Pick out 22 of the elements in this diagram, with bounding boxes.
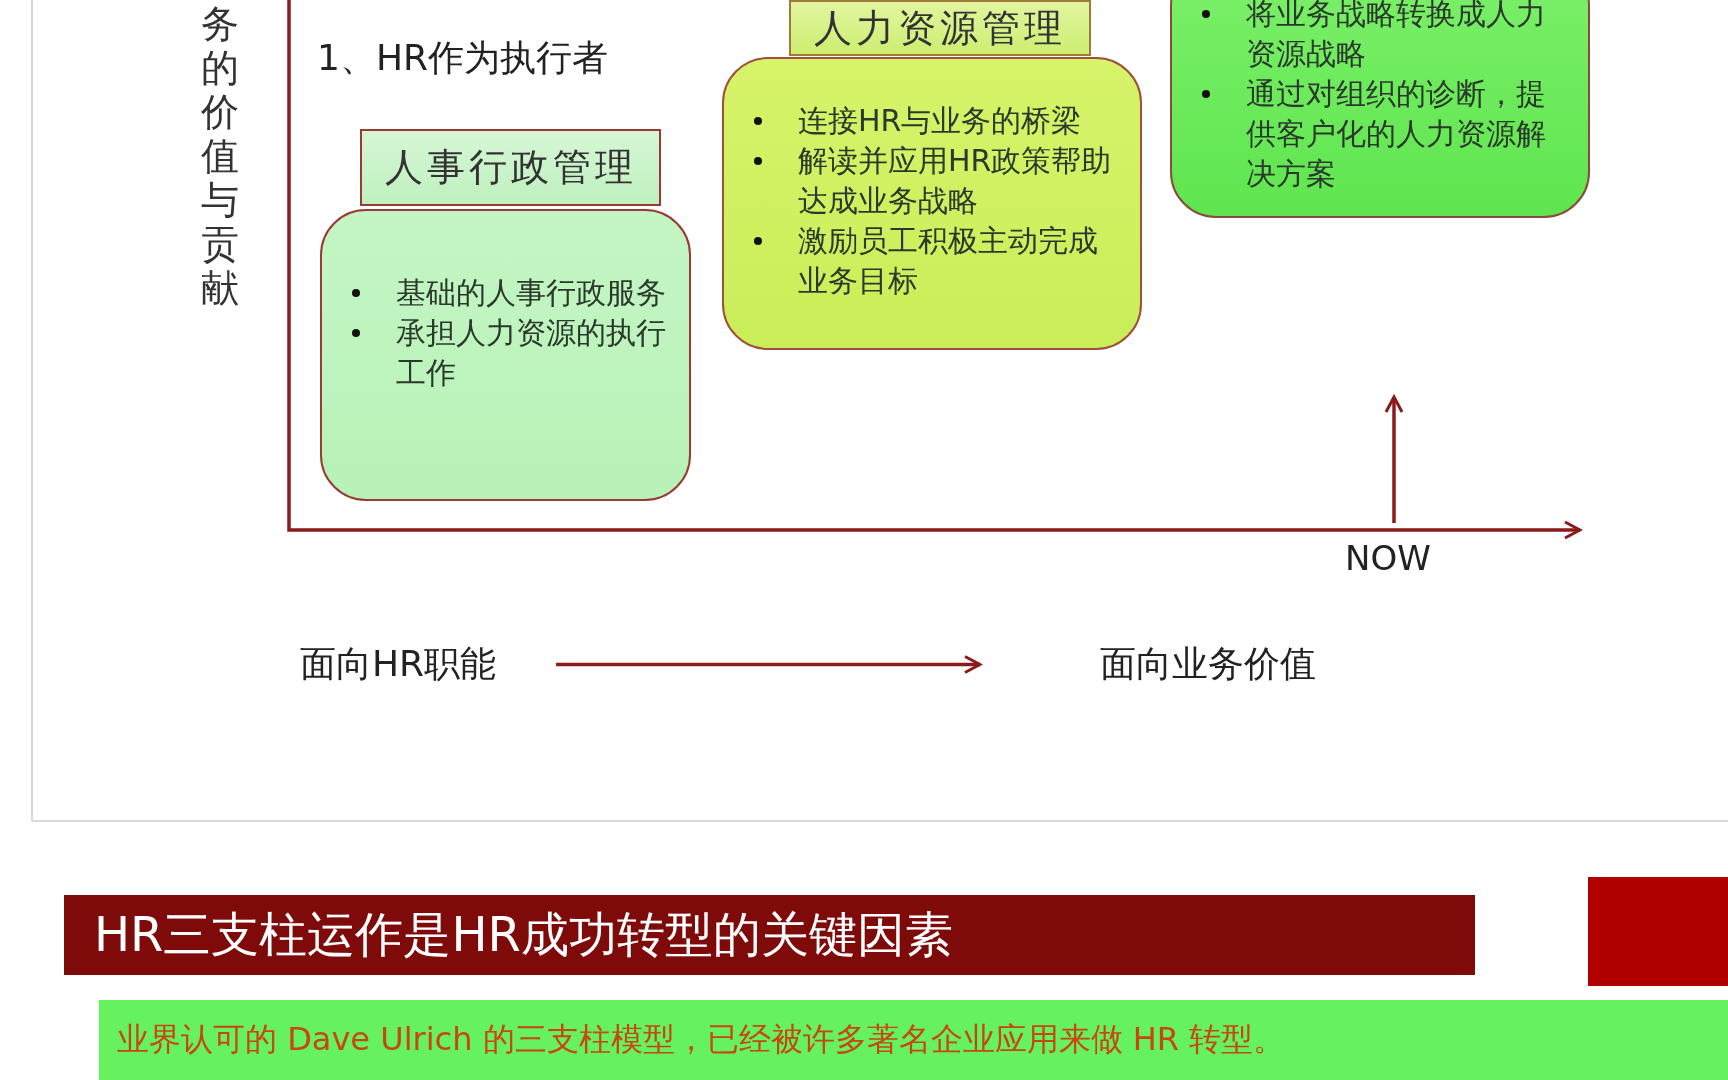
note-banner: 业界认可的 Dave Ulrich 的三支柱模型，已经被许多著名企业应用来做 HR 转型。 bbox=[99, 1000, 1728, 1080]
header-box bbox=[360, 129, 661, 206]
axis-title: 务的价值与贡献 bbox=[200, 2, 240, 310]
bullet-item: 解读并应用HR政策帮助达成业务战略 bbox=[746, 141, 1118, 221]
stage-title: 1、HR作为执行者 bbox=[317, 36, 608, 80]
rounded-box bbox=[722, 57, 1142, 350]
bullet-item: 将业务战略转换成人力资源战略 bbox=[1194, 0, 1566, 74]
header-box bbox=[789, 0, 1091, 56]
rounded-box bbox=[320, 209, 691, 501]
bullet-item: 连接HR与业务的桥梁 bbox=[746, 101, 1118, 141]
arrow bbox=[556, 655, 982, 674]
axis-marker-label: NOW bbox=[1345, 538, 1431, 578]
bullet-item: 承担人力资源的执行工作 bbox=[344, 313, 667, 393]
box-heading: 人力资源管理 bbox=[814, 4, 1066, 52]
bullet-item: 基础的人事行政服务 bbox=[344, 273, 667, 313]
bullet-item: 激励员工积极主动完成业务目标 bbox=[746, 221, 1118, 301]
title-banner: HR三支柱运作是HR成功转型的关键因素 bbox=[64, 895, 1475, 975]
bullet-item: 通过对组织的诊断，提供客户化的人力资源解决方案 bbox=[1194, 74, 1566, 194]
rounded-box bbox=[1170, 0, 1590, 218]
box-heading: 人事行政管理 bbox=[384, 144, 637, 191]
axis-label: 面向业务价值 bbox=[1100, 640, 1316, 689]
axis-label: 面向HR职能 bbox=[300, 640, 497, 689]
